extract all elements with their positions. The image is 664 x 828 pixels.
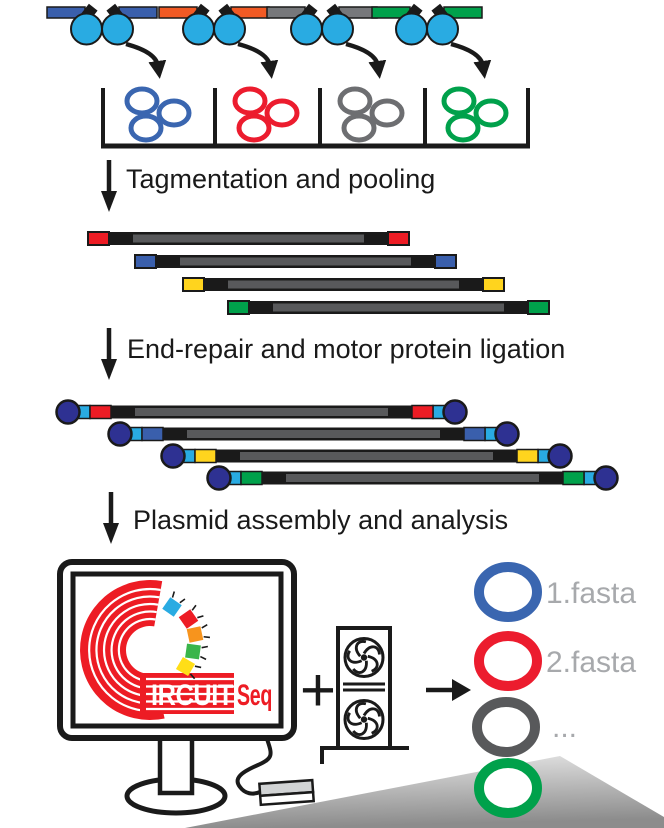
logo-square-orange <box>186 624 211 643</box>
output-ring-green <box>474 758 542 818</box>
tag-square <box>185 643 201 660</box>
tick <box>201 624 208 629</box>
step2-arrow <box>101 328 117 380</box>
transposome-arrows <box>125 41 492 79</box>
fragment-red <box>87 231 410 246</box>
result-arrow <box>426 679 471 701</box>
motor-fragment-green <box>206 465 619 491</box>
gpu-fan-top <box>343 637 385 678</box>
logo-square-blue <box>162 591 186 617</box>
output-label-2: 2.fasta <box>546 646 636 679</box>
plasmid-wells <box>127 89 506 140</box>
track-arc <box>102 602 160 698</box>
plasmids-blue <box>127 89 189 140</box>
output-label-ellipsis: ... <box>552 711 577 744</box>
tick <box>191 604 197 611</box>
step3-arrow <box>103 492 119 544</box>
sequencer-bottom <box>258 790 316 807</box>
tick <box>197 615 204 619</box>
track-arc <box>88 587 163 713</box>
tag-square <box>178 609 199 629</box>
motor-fragment-yellow <box>160 443 573 469</box>
circuitseq-logo: IRCUIT Seq <box>80 580 273 721</box>
arrow-head <box>452 679 471 701</box>
well-plate <box>101 88 530 149</box>
output-ring-gray <box>472 697 540 757</box>
motor-fragment-blue <box>107 421 520 447</box>
curved-arrow <box>125 41 167 79</box>
gpu-fan-bottom <box>343 699 385 740</box>
transposome-orange <box>158 2 270 46</box>
output-label-1: 1.fasta <box>546 577 636 610</box>
tag-square <box>162 597 182 617</box>
logo-text-circuit: IRCUIT <box>151 679 233 712</box>
logo-bar-lines <box>146 677 234 711</box>
plasmids-gray <box>340 89 402 140</box>
transposome-row <box>46 2 483 46</box>
tick <box>194 665 202 669</box>
tick <box>203 635 211 639</box>
monitor-pedestal <box>157 734 195 796</box>
fragment-yellow <box>182 277 505 292</box>
tick <box>189 673 196 680</box>
usb-cable <box>235 738 273 796</box>
plasmids-green <box>444 89 506 140</box>
tick <box>201 645 208 649</box>
logo-square-green <box>185 643 208 661</box>
tick <box>179 598 186 604</box>
output-files: 1.fasta 2.fasta ... <box>472 562 636 818</box>
track-arc <box>95 595 162 705</box>
plasmids-red <box>235 89 297 140</box>
transposome-green <box>371 2 483 46</box>
fragment-green <box>227 300 550 315</box>
gpu-bracket <box>320 746 409 764</box>
computer-monitor: IRCUIT Seq <box>57 559 316 816</box>
transposome-gray <box>266 2 378 46</box>
tag-square <box>186 626 204 643</box>
minion-sequencer <box>258 778 316 807</box>
step1-label: Tagmentation and pooling <box>126 164 435 194</box>
motor-fragment-red <box>55 399 468 425</box>
fragment-blue <box>134 254 457 269</box>
curved-arrow <box>237 41 279 79</box>
tick <box>200 655 207 661</box>
motor-fragments <box>55 399 619 491</box>
output-ring-blue <box>474 562 542 622</box>
logo-square-red <box>178 604 204 629</box>
gpu-card <box>320 626 409 764</box>
page-shadow-wedge <box>185 756 664 828</box>
tagmented-fragments <box>87 231 550 315</box>
step1-arrow <box>101 160 117 212</box>
step3-label: Plasmid assembly and analysis <box>133 505 508 535</box>
output-ring-red <box>474 631 542 691</box>
transposome-blue <box>46 2 158 46</box>
logo-square-yellow <box>175 656 202 680</box>
tag-square <box>175 656 196 677</box>
tick <box>171 591 176 598</box>
step2-label: End-repair and motor protein ligation <box>127 334 565 364</box>
track-arc <box>110 610 159 690</box>
curved-arrow <box>450 41 492 79</box>
logo-tag-squares <box>162 591 211 680</box>
plus-sign: + <box>300 656 336 725</box>
logo-text-seq: Seq <box>237 679 272 712</box>
curved-arrow <box>345 41 387 79</box>
